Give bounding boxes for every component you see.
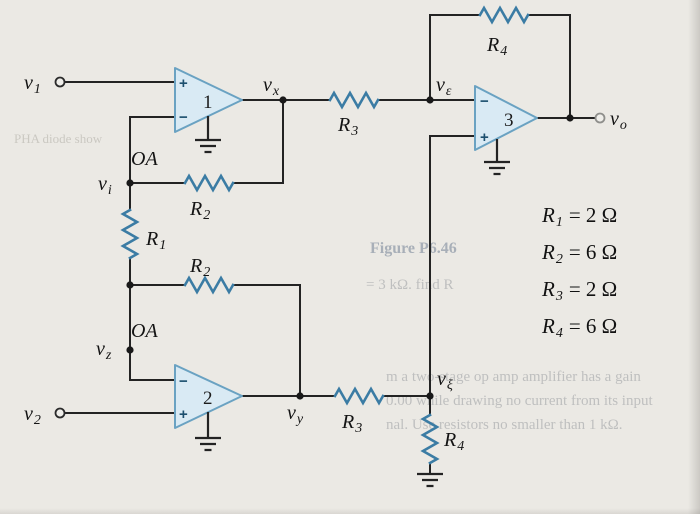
labels: v1 v2 vo vx vε vi vz vy vξ OA OA R2 R1 R… bbox=[24, 34, 627, 454]
label-vo: vo bbox=[610, 108, 627, 133]
label-r4-ground: R4 bbox=[443, 429, 464, 454]
label-v2: v2 bbox=[24, 403, 41, 428]
ground-bars bbox=[195, 138, 221, 154]
bleed-text: nal. Use resistors no smaller than 1 kΩ. bbox=[386, 417, 623, 433]
node-dot-vxi bbox=[426, 392, 434, 400]
opamp-3-triangle bbox=[474, 85, 538, 151]
label-r3-bottom: R3 bbox=[341, 411, 362, 436]
opamp-3-plus-sign: + bbox=[480, 129, 489, 146]
node-dot-output-junction bbox=[566, 114, 574, 122]
node-dot-r1-r2 bbox=[126, 281, 134, 289]
resistor-r3-top bbox=[328, 90, 380, 110]
value-r3: R3= 2 Ω bbox=[541, 277, 617, 304]
label-vi: vi bbox=[98, 173, 112, 198]
wire-r4a-to-output bbox=[527, 14, 571, 119]
node-dot-vx bbox=[279, 96, 287, 104]
node-dot-vi bbox=[126, 179, 134, 187]
value-r1: R1= 2 Ω bbox=[541, 203, 617, 230]
resistor-r1 bbox=[120, 208, 140, 260]
bleed-text: PHA diode show bbox=[14, 131, 103, 146]
component-values: R1= 2 Ω R2= 6 Ω R3= 2 Ω R4= 6 Ω bbox=[541, 203, 617, 341]
opamp-1-number: 1 bbox=[203, 92, 213, 113]
ground-bars bbox=[417, 472, 443, 488]
wire-oa1-minus-to-vi bbox=[129, 116, 176, 184]
node-dot-vz bbox=[126, 346, 134, 354]
opamp-1-plus-sign: + bbox=[179, 75, 188, 92]
ground-bars bbox=[484, 160, 510, 176]
bleed-text: = 3 kΩ. find R bbox=[366, 277, 454, 293]
bleed-text-figure-caption: Figure P6.46 bbox=[370, 240, 457, 257]
grounds bbox=[195, 116, 510, 488]
bleed-text: m a two-stage op amp amplifier has a gai… bbox=[386, 369, 641, 385]
label-vx: vx bbox=[263, 74, 280, 99]
wire-r2b-to-vy bbox=[232, 284, 301, 397]
wire-vz-to-oa2-minus bbox=[129, 284, 176, 381]
wire-veps-up-to-r4a bbox=[429, 14, 481, 101]
label-vz: vz bbox=[96, 338, 112, 363]
ground-bars bbox=[195, 436, 221, 452]
label-r4-feedback: R4 bbox=[486, 34, 507, 59]
resistors bbox=[120, 5, 530, 465]
label-v1: v1 bbox=[24, 72, 41, 97]
ground-symbol-opamp3 bbox=[484, 139, 510, 176]
opamp-1-minus-sign: − bbox=[179, 109, 188, 126]
opamp-2-number: 2 bbox=[203, 388, 213, 409]
ground-symbol-r4 bbox=[417, 472, 443, 488]
label-vy: vy bbox=[287, 402, 304, 427]
label-oa2: OA bbox=[131, 320, 158, 342]
opamp-2-minus-sign: − bbox=[179, 373, 188, 390]
bleed-text: 0.00 while drawing no current from its i… bbox=[386, 393, 653, 409]
label-r1: R1 bbox=[145, 228, 166, 253]
label-r2-bottom: R2 bbox=[189, 255, 210, 280]
label-vxi: vξ bbox=[437, 368, 453, 393]
wire-r2a-to-vx bbox=[232, 99, 284, 184]
ground-symbol-opamp2 bbox=[195, 412, 221, 452]
value-r4: R4= 6 Ω bbox=[541, 314, 617, 341]
opamp-3-number: 3 bbox=[504, 110, 514, 131]
label-oa1: OA bbox=[131, 148, 158, 170]
resistor-r4-ground bbox=[420, 413, 440, 465]
opamps: + − 1 − + 2 − + 3 bbox=[174, 67, 538, 429]
resistor-r3-bottom bbox=[333, 386, 385, 406]
resistor-r2-bottom bbox=[183, 275, 235, 295]
opamp-2-plus-sign: + bbox=[179, 406, 188, 423]
resistor-r4-feedback bbox=[478, 5, 530, 25]
value-r2: R2= 6 Ω bbox=[541, 240, 617, 267]
label-veps: vε bbox=[436, 74, 452, 99]
opamp-3-minus-sign: − bbox=[480, 93, 489, 110]
label-r3-top: R3 bbox=[337, 114, 358, 139]
terminals bbox=[54, 76, 606, 419]
wire-oa3-plus-down-to-vxi bbox=[429, 135, 476, 397]
terminal-v2 bbox=[54, 407, 66, 419]
resistor-r2-top bbox=[183, 173, 235, 193]
ground-symbol-opamp1 bbox=[195, 116, 221, 154]
node-dot-vy bbox=[296, 392, 304, 400]
page-bleed-through: PHA diode show Figure P6.46 = 3 kΩ. find… bbox=[14, 131, 653, 433]
terminal-v1 bbox=[54, 76, 66, 88]
label-r2-top: R2 bbox=[189, 198, 210, 223]
node-dot-veps bbox=[426, 96, 434, 104]
node-dots bbox=[126, 96, 574, 400]
terminal-vo bbox=[594, 112, 606, 124]
